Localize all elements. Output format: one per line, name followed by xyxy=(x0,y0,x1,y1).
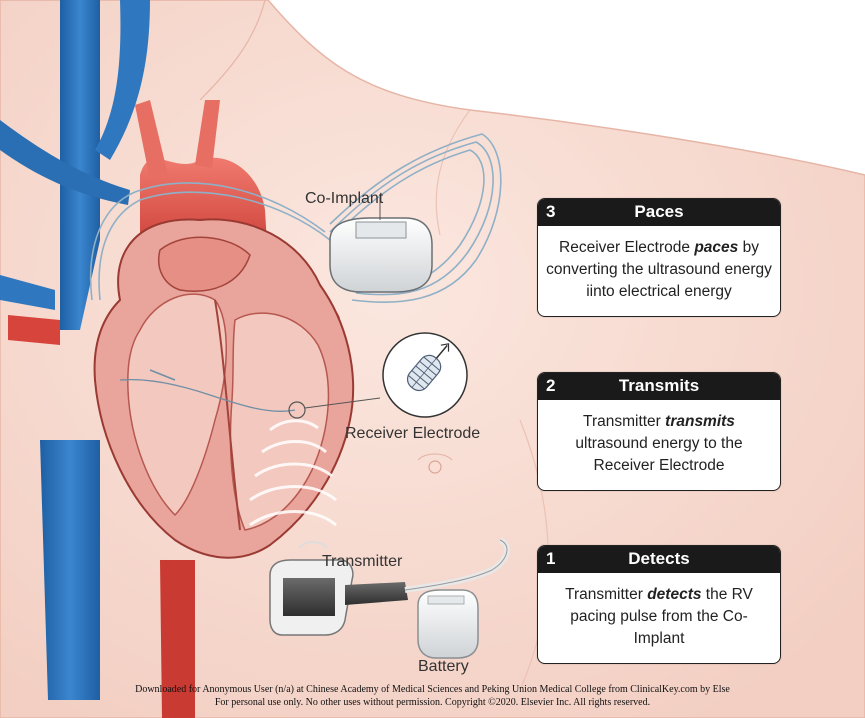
step-title: Paces xyxy=(634,202,684,221)
electrode-site-marker xyxy=(288,401,306,419)
step-description: Transmitter transmits ultrasound energy … xyxy=(575,413,743,474)
step-description: Transmitter detects the RV pacing pulse … xyxy=(565,586,753,647)
step-number: 3 xyxy=(546,202,556,221)
step-card-detects: 1 Detects Transmitter detects the RV pac… xyxy=(537,545,781,664)
implant-lead-wires xyxy=(89,133,502,304)
step-number: 1 xyxy=(546,549,556,568)
step-card-paces: 3 Paces Receiver Electrode paces by conv… xyxy=(537,198,781,317)
step-header: 1 Detects xyxy=(538,546,780,573)
step-number: 2 xyxy=(546,376,556,395)
venous-system xyxy=(0,0,150,700)
heart xyxy=(93,218,381,559)
electrode-icon xyxy=(382,332,468,418)
step-description: Receiver Electrode paces by converting t… xyxy=(546,239,772,300)
transmitter-icon xyxy=(269,537,510,636)
copyright-line: For personal use only. No other uses wit… xyxy=(214,697,651,708)
step-title: Transmits xyxy=(618,376,700,395)
pacemaker-icon xyxy=(329,197,433,293)
step-emphasis: paces xyxy=(694,239,739,256)
nipple-mark xyxy=(428,460,442,474)
step-header: 2 Transmits xyxy=(538,373,780,400)
battery-icon xyxy=(417,589,479,659)
step-header: 3 Paces xyxy=(538,199,780,226)
step-emphasis: detects xyxy=(647,586,702,603)
step-emphasis: transmits xyxy=(665,413,735,430)
download-credit-line: Downloaded for Anonymous User (n/a) at C… xyxy=(135,684,730,695)
step-title: Detects xyxy=(628,549,690,568)
co-implant-label: Co-Implant xyxy=(305,190,384,207)
transmitter-label: Transmitter xyxy=(322,553,403,570)
step-card-transmits: 2 Transmits Transmitter transmits ultras… xyxy=(537,372,781,491)
battery-label: Battery xyxy=(418,658,469,675)
receiver-electrode-label: Receiver Electrode xyxy=(345,425,481,442)
ultrasound-waves xyxy=(249,419,337,527)
